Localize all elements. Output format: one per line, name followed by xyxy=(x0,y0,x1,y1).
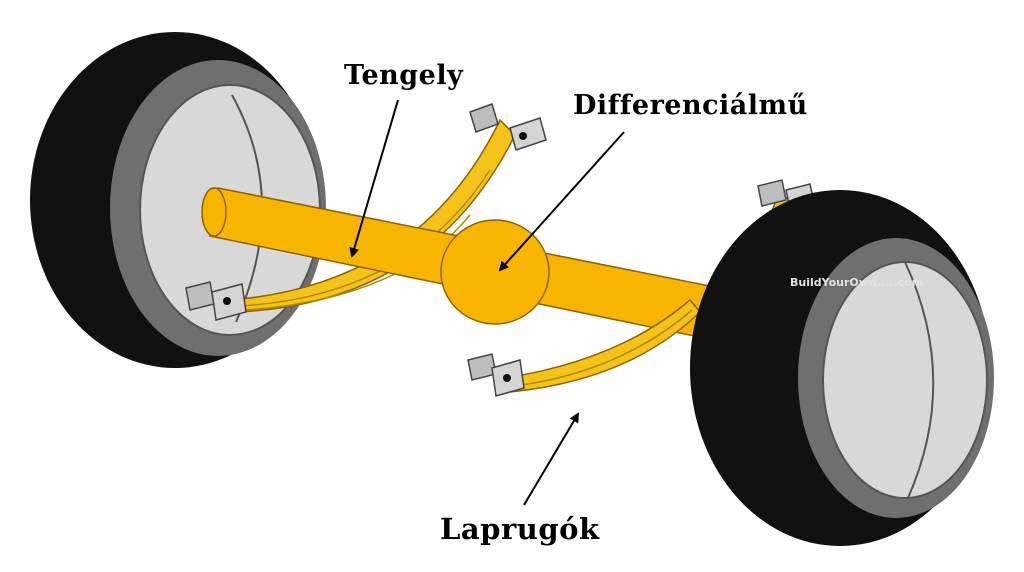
label-leaf-springs: Laprugók xyxy=(440,512,600,546)
arrow-axle xyxy=(349,99,399,258)
spring-bracket-top-left xyxy=(469,103,547,151)
label-axle: Tengely xyxy=(344,60,464,91)
spring-bracket-bottom-left xyxy=(185,281,247,321)
right-rim-edge xyxy=(904,261,935,499)
right-rim-inner xyxy=(822,261,988,499)
arrow-differential xyxy=(498,131,625,272)
label-differential: Differenciálmű xyxy=(573,90,808,121)
watermark-text: BuildYourOwn.....com xyxy=(790,276,924,289)
differential-housing xyxy=(440,219,550,325)
left-wheel xyxy=(30,32,326,368)
arrow-leaf-springs xyxy=(523,412,580,506)
right-wheel xyxy=(690,190,994,546)
spring-bracket-bottom-right xyxy=(467,353,525,397)
